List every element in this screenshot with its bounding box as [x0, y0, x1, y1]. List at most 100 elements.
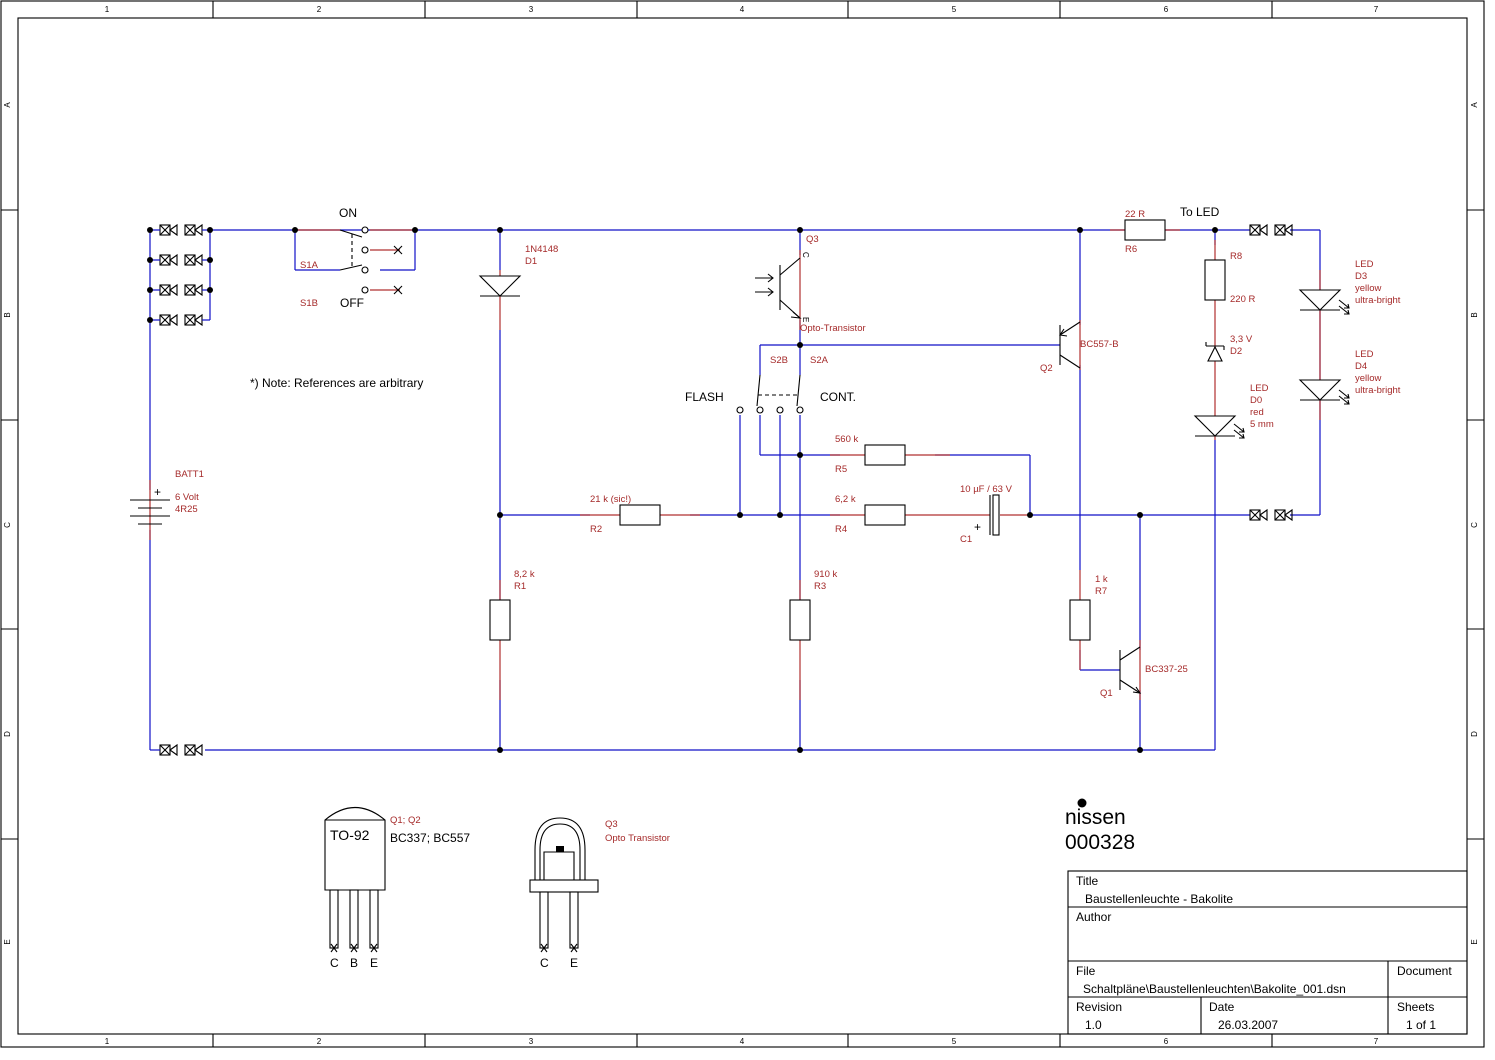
col-label-4-bottom: 4 [740, 1037, 745, 1046]
battery-value: 6 Volt [175, 492, 199, 503]
opto-pkg-pin-e: E [570, 956, 578, 970]
col-label-2-bottom: 2 [317, 1037, 322, 1046]
r1-ref: R1 [514, 581, 526, 592]
battery-package: 4R25 [175, 504, 198, 515]
d1-part: 1N4148 [525, 244, 558, 255]
d3-brightness: ultra-bright [1355, 295, 1401, 306]
tb-revision-label: Revision [1076, 1000, 1122, 1014]
switch-s1b-ref: S1B [300, 298, 318, 309]
opto-pkg-desc: Opto Transistor [605, 833, 670, 844]
connector-terminals [150, 223, 1293, 757]
resistor-r4 [864, 504, 906, 526]
led-d0: LED D0 red 5 mm [1193, 383, 1274, 439]
logo-number: 000328 [1065, 831, 1135, 854]
tb-title-label: Title [1076, 874, 1099, 888]
r4-ref: R4 [835, 524, 847, 535]
q1-part: BC337-25 [1145, 664, 1188, 675]
nissen-logo: nissen 000328 [1065, 798, 1135, 854]
r7-value: 1 k [1095, 574, 1108, 585]
transistor-q1: BC337-25 Q1 [1100, 646, 1188, 699]
d2-value: 3,3 V [1230, 334, 1253, 345]
switch-s2a-ref: S2A [810, 355, 829, 366]
d1-ref: D1 [525, 256, 537, 267]
switch-s1a-ref: S1A [300, 260, 319, 271]
to92-refs: Q1; Q2 [390, 815, 421, 826]
d4-brightness: ultra-bright [1355, 385, 1401, 396]
logo-name: nissen [1065, 806, 1126, 829]
d4-color: yellow [1355, 373, 1382, 384]
r5-ref: R5 [835, 464, 847, 475]
d4-ref: D4 [1355, 361, 1367, 372]
d0-color: red [1250, 407, 1264, 418]
diode-d1: 1N4148 D1 [478, 244, 558, 297]
r3-ref: R3 [814, 581, 826, 592]
note-text: *) Note: References are arbitrary [250, 376, 423, 390]
tb-file-value: Schaltpläne\Baustellenleuchten\Bakolite_… [1083, 982, 1346, 996]
col-label-6-bottom: 6 [1164, 1037, 1169, 1046]
capacitor-c1: + 10 µF / 63 V C1 [960, 484, 1013, 545]
r6-ref: R6 [1125, 244, 1137, 255]
d3-color: yellow [1355, 283, 1382, 294]
to92-parts: BC337; BC557 [390, 831, 470, 845]
col-label-7-bottom: 7 [1374, 1037, 1379, 1046]
q2-part: BC557-B [1080, 339, 1119, 350]
d0-type: LED [1250, 383, 1269, 394]
opto-package-drawing: Q3 Opto Transistor C E [529, 817, 670, 970]
r5-value: 560 k [835, 434, 858, 445]
d4-type: LED [1355, 349, 1374, 360]
component-leads [149, 229, 1321, 700]
to92-package-drawing: TO-92 Q1; Q2 BC337; BC557 C B E [324, 807, 470, 970]
row-label-b-right: B [1470, 312, 1479, 317]
col-label-5: 5 [952, 5, 957, 14]
to92-pin-b: B [350, 956, 358, 970]
led-d4: LED D4 yellow ultra-bright [1298, 349, 1401, 405]
col-label-6: 6 [1164, 5, 1169, 14]
r6-value: 22 R [1125, 209, 1145, 220]
switch-s1: ON OFF S1A S1B [300, 206, 403, 310]
resistor-r3 [789, 599, 811, 641]
switch-s2-cont-label: CONT. [820, 390, 856, 404]
c1-ref: C1 [960, 534, 972, 545]
row-label-a: A [3, 102, 12, 108]
q3-desc: Opto-Transistor [800, 323, 866, 334]
resistor-r2 [619, 504, 661, 526]
row-label-e-right: E [1470, 939, 1479, 944]
q2-ref: Q2 [1040, 363, 1053, 374]
tb-sheets-label: Sheets [1397, 1000, 1434, 1014]
resistors: 8,2 k R1 21 k (sic!) R2 910 k R3 6,2 k R… [489, 209, 1255, 641]
tb-revision-value: 1.0 [1085, 1018, 1102, 1032]
tb-document-label: Document [1397, 964, 1452, 978]
r8-ref: R8 [1230, 251, 1242, 262]
d0-size: 5 mm [1250, 419, 1274, 430]
r1-value: 8,2 k [514, 569, 535, 580]
resistor-r5 [864, 444, 906, 466]
resistor-r6 [1124, 219, 1166, 241]
resistor-r8 [1204, 259, 1226, 301]
row-label-c: C [3, 522, 12, 528]
transistor-q2: BC557-B Q2 [1040, 321, 1119, 374]
q1-ref: Q1 [1100, 688, 1113, 699]
opto-pkg-ref: Q3 [605, 819, 618, 830]
opto-transistor-q3: Q3 C E Opto-Transistor [755, 234, 866, 334]
col-label-5-bottom: 5 [952, 1037, 957, 1046]
q3-pin-e: E [801, 317, 810, 322]
tb-date-label: Date [1209, 1000, 1235, 1014]
col-label-1: 1 [105, 5, 110, 14]
tb-title-value: Baustellenleuchte - Bakolite [1085, 892, 1233, 906]
opto-pkg-pin-c: C [540, 956, 549, 970]
to92-pin-c: C [330, 956, 339, 970]
d0-ref: D0 [1250, 395, 1262, 406]
c1-plus-sign: + [974, 520, 981, 534]
row-label-d: D [3, 731, 12, 737]
d2-ref: D2 [1230, 346, 1242, 357]
r2-ref: R2 [590, 524, 602, 535]
switch-s2b-ref: S2B [770, 355, 788, 366]
row-label-a-right: A [1470, 102, 1479, 108]
col-label-2: 2 [317, 5, 322, 14]
battery-batt1: + BATT1 6 Volt 4R25 [130, 469, 204, 525]
switch-s1-off-label: OFF [340, 296, 364, 310]
switch-s2: FLASH CONT. S2B S2A [685, 355, 856, 414]
to92-pin-e: E [370, 956, 378, 970]
q3-pin-c: C [801, 252, 810, 258]
switch-s1-on-label: ON [339, 206, 357, 220]
